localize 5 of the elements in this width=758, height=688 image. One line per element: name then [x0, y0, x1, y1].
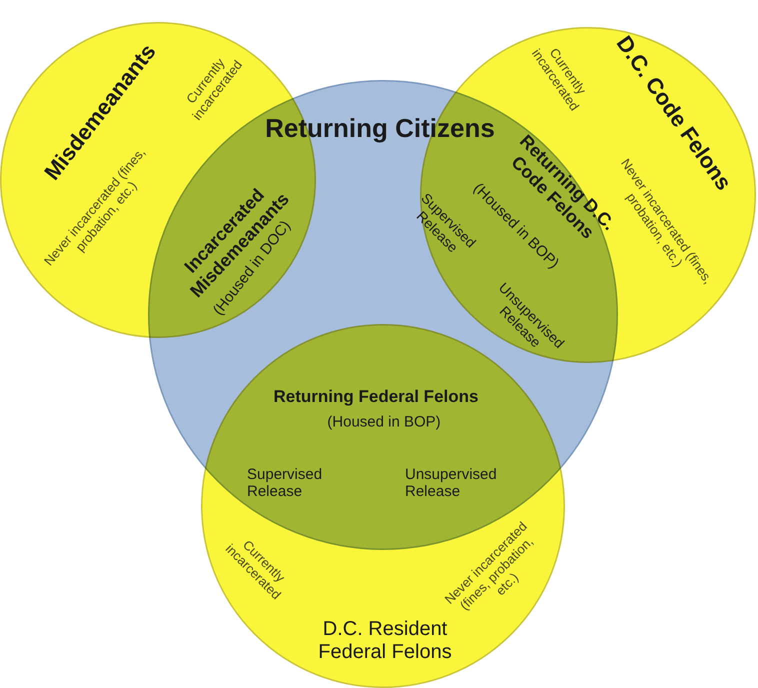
region-title: Returning Federal Felons — [272, 387, 480, 407]
region-note: (Housed in BOP) — [326, 413, 442, 431]
region-text: Unsupervised Release — [405, 466, 498, 500]
set-title: D.C. Resident Federal Felons — [317, 618, 453, 664]
region-text: Supervised Release — [247, 466, 324, 500]
